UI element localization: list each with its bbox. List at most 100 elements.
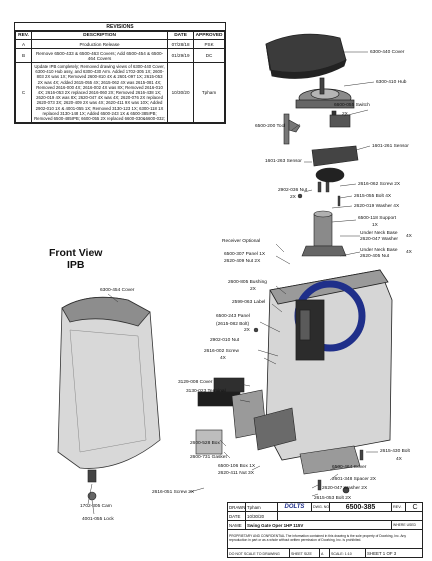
- sensor-arm-shape: [311, 145, 359, 183]
- sheet-size-value: A: [320, 549, 330, 558]
- label-screw-2616-051: 2616-051 Screw 2X: [152, 490, 195, 495]
- title-block-row-drawn: DRAWN Tpham DOLTS DWG. NO. 6500-385 REV.…: [228, 503, 422, 512]
- fasteners: [253, 181, 364, 491]
- tool-shape: [283, 113, 301, 145]
- rev-header: REV.: [15, 31, 32, 40]
- proprietary-note: PROPRIETARY AND CONFIDENTIAL The informa…: [229, 534, 407, 542]
- label-panel-6500-307: 6500-307 Panel 1X: [224, 252, 266, 257]
- approved-header: APPROVED: [193, 31, 225, 40]
- revision-letter: B: [15, 48, 32, 63]
- label-switch-qty: 2X: [342, 112, 348, 117]
- label-cover-3129-008: 3129-008 Cover: [178, 380, 213, 385]
- rev-value: C: [412, 503, 418, 511]
- scale-note: DO NOT SCALE TO DRAWING: [228, 549, 290, 558]
- label-receiver: Receiver Optional: [222, 239, 261, 244]
- revisions-header-row: REV. DESCRIPTION DATE APPROVED: [15, 31, 225, 40]
- rev-label: REV.: [392, 503, 406, 511]
- front-view-line1: Front View: [49, 247, 103, 259]
- label-neck-base: Under Neck Base: [360, 231, 398, 236]
- label-box-2600-528: 2600-528 Box: [190, 441, 220, 446]
- revision-approver: PSK: [193, 39, 225, 49]
- label-nut-2620-405: 2620-405 Nut: [360, 254, 390, 259]
- label-panel-6500-243: 6500-243 Panel: [216, 314, 250, 319]
- title-block-row-date: DATE 10/30/20: [228, 512, 422, 521]
- sheet-size-label: SHEET SIZE: [290, 549, 320, 558]
- label-bushing-qty: 2X: [250, 287, 256, 292]
- label-washer-2620-047b: 2620-047 Washer 2X: [322, 486, 368, 491]
- switch-shape: [329, 110, 351, 128]
- label-bolt-qty: 2X: [244, 328, 250, 333]
- label-support-qty: 1X: [372, 223, 378, 228]
- label-cover-6300-454: 6300-454 Cover: [100, 288, 135, 293]
- label-label-2599-063: 2599-063 Label: [232, 300, 266, 305]
- title-block-row-name: NAME Swing Gate Oper 1HP 115V WHERE USED: [228, 521, 422, 530]
- revision-description: Production Release: [30, 39, 169, 49]
- label-sensor-1601-261: 1601-261 Sensor: [372, 144, 409, 149]
- revision-row: A Production Release 07/28/18 PSK: [15, 39, 225, 49]
- scale-value: SCALE: 1:10: [330, 549, 366, 558]
- revisions-title: REVISIONS: [15, 23, 225, 31]
- label-box-6500-106: 6500-106 Box 1X: [218, 464, 256, 469]
- front-cover-shape: [57, 296, 161, 469]
- revision-description: Remove 6500-433 & 6500-463 Covers; Add 6…: [30, 48, 169, 63]
- label-bolt-2615-053: 2615-053 Bolt 2X: [314, 496, 352, 501]
- label-neck-base2: Under Neck Base: [360, 248, 398, 253]
- dwg-label: DWG. NO.: [313, 503, 331, 511]
- label-nut-2620-409: 2620-409 Nut 2X: [224, 259, 261, 264]
- label-tool-6500-200: 6500-200 Tool: [255, 124, 286, 129]
- date-value: 10/30/20: [246, 512, 278, 520]
- support-shape: [301, 210, 347, 257]
- revision-date: 07/28/18: [167, 39, 195, 49]
- label-hub-6300-410: 6300-410 Hub: [376, 80, 407, 85]
- panel-shape: [195, 377, 297, 455]
- label-washer-2620-019: 2620-019 Washer 4X: [354, 204, 400, 209]
- label-screw-2616-002: 2616-002 Screw: [204, 349, 239, 354]
- name-value: Swing Gate Oper 1HP 115V: [246, 521, 392, 529]
- description-header: DESCRIPTION: [30, 31, 169, 40]
- drawn-value: Tpham: [246, 503, 278, 511]
- revision-letter: A: [15, 39, 32, 49]
- label-nut-2902-010: 2902-010 Nut: [210, 338, 240, 343]
- label-bolt-2615-430-qty: 4X: [396, 457, 402, 462]
- revision-row: C Update IPB completely; Removed drawing…: [15, 61, 225, 124]
- leader-lines: [87, 51, 378, 515]
- label-cover-6500-464: 6500-464 Cover: [332, 465, 367, 470]
- front-view-line2: IPB: [66, 259, 85, 271]
- revision-date: 10/30/20: [167, 61, 195, 124]
- label-spacer-2601-348: 2601-348 Spacer 2X: [332, 477, 377, 482]
- name-label: NAME: [228, 521, 246, 529]
- label-cover-6300-440: 6300-440 Cover: [370, 50, 405, 55]
- label-bolt-2615-082: (2615-082 Bolt): [216, 322, 250, 327]
- label-bolt-2615-055: 2615-055 Bolt 4X: [354, 194, 392, 199]
- revision-row: B Remove 6500-433 & 6500-463 Covers; Add…: [15, 48, 225, 63]
- label-cam-1702-305: 1702-305 Cam: [80, 504, 112, 509]
- revision-description: Update IPB completely; Removed drawing v…: [30, 61, 169, 124]
- hub-shape: [295, 77, 355, 109]
- revisions-table: REVISIONS REV. DESCRIPTION DATE APPROVED…: [14, 22, 226, 125]
- label-gasket-2600-731: 2600-731 Gasket: [190, 455, 227, 460]
- label-lock-4001-055: 4001-055 Lock: [82, 517, 114, 522]
- dwg-number: 6500-385: [330, 503, 392, 511]
- title-block: DRAWN Tpham DOLTS DWG. NO. 6500-385 REV.…: [227, 502, 423, 558]
- doorking-logo: DOLTS: [278, 503, 312, 511]
- revision-letter: C: [15, 61, 32, 124]
- label-sensor-1601-263: 1601-263 Sensor: [265, 159, 302, 164]
- date-header: DATE: [167, 31, 195, 40]
- top-cover-shape: [265, 33, 347, 79]
- label-screw-2616-002-qty: 4X: [220, 356, 226, 361]
- label-screw-2616-062: 2616-062 Screw 2X: [358, 182, 401, 187]
- revisions-grid: REV. DESCRIPTION DATE APPROVED A Product…: [15, 31, 225, 124]
- side-cover-shape: [299, 445, 361, 494]
- label-switch-6600-055: 6600-055 Switch: [334, 103, 370, 108]
- label-nut-2902-036-qty: 2X: [290, 195, 296, 200]
- revision-date: 01/29/19: [167, 48, 195, 63]
- date-label: DATE: [228, 512, 246, 520]
- label-support-6500-118: 6500-118 Support: [358, 216, 397, 221]
- title-block-row-sheet: DO NOT SCALE TO DRAWING SHEET SIZE A SCA…: [228, 549, 422, 558]
- label-qty-4x-a: 4X: [406, 234, 412, 239]
- label-bushing-2600-805: 2600-805 Bushing: [228, 280, 267, 285]
- revision-approver: Tpham: [193, 61, 225, 124]
- label-washer-2620-047: 2620-047 Washer: [360, 237, 398, 242]
- title-block-row-note: PROPRIETARY AND CONFIDENTIAL The informa…: [228, 530, 422, 549]
